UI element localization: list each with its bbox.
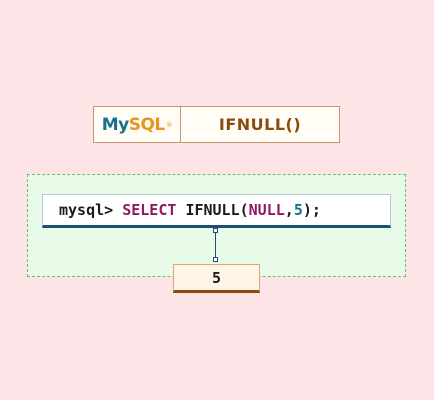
query-select-keyword: SELECT bbox=[122, 201, 177, 219]
result-box: 5 bbox=[173, 264, 260, 293]
sql-query-box: mysql> SELECT IFNULL(NULL,5); bbox=[42, 194, 391, 228]
result-value: 5 bbox=[211, 268, 222, 287]
function-title: IFNULL() bbox=[218, 115, 302, 134]
query-prompt: mysql> bbox=[59, 201, 123, 219]
query-function: IFNULL( bbox=[185, 201, 249, 219]
logo-my-text: My bbox=[101, 114, 130, 135]
connector-line bbox=[215, 232, 216, 259]
connector-handle-top bbox=[213, 228, 218, 233]
query-close: ); bbox=[302, 201, 321, 219]
logo-sql-text: SQL bbox=[128, 114, 166, 135]
connector-handle-bottom bbox=[213, 257, 218, 262]
query-argument: 5 bbox=[293, 201, 303, 219]
query-null-keyword: NULL bbox=[248, 201, 285, 219]
query-space bbox=[176, 201, 185, 219]
logo-trademark: ® bbox=[165, 121, 173, 129]
query-comma: , bbox=[284, 201, 294, 219]
